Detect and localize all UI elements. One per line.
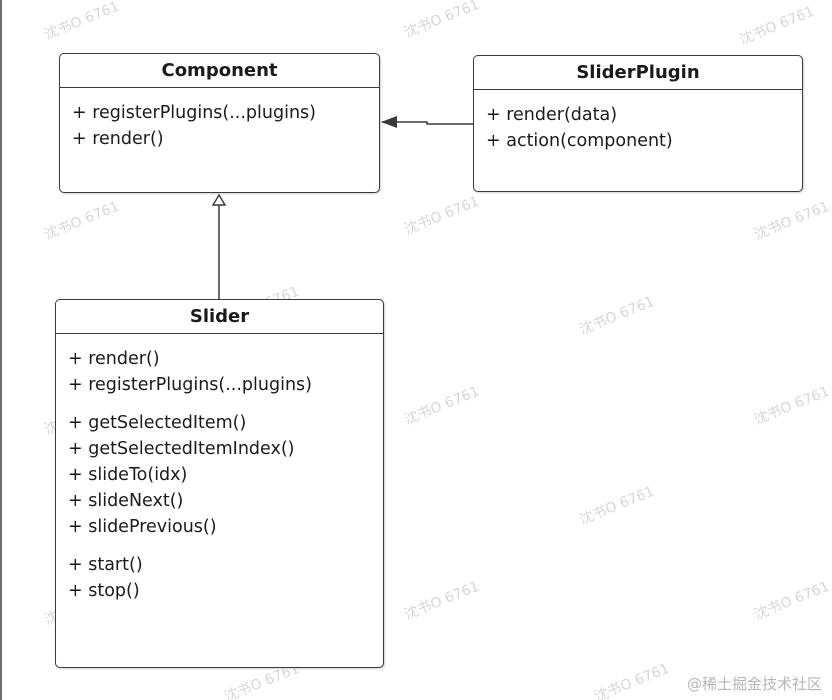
watermark: 沈书O 6761 [737,3,817,49]
method-group: + getSelectedItem() + getSelectedItemInd… [68,410,371,540]
watermark: 沈书O 6761 [752,578,832,624]
source-watermark: @稀土掘金技术社区 [686,675,822,693]
watermark: 沈书O 6761 [752,198,832,244]
class-component[interactable]: Component + registerPlugins(...plugins) … [59,53,380,193]
class-methods: + render() + registerPlugins(...plugins)… [56,334,383,604]
method-item: + action(component) [486,131,673,151]
class-methods: + registerPlugins(...plugins) + render() [60,88,379,152]
method-item: + render() [68,349,160,369]
class-name: Slider [56,300,383,334]
method-item: + getSelectedItemIndex() [68,439,295,459]
class-sliderplugin[interactable]: SliderPlugin + render(data) + action(com… [473,55,803,192]
class-name: Component [60,54,379,88]
association-sliderplugin-to-component [381,116,473,128]
method-group: + registerPlugins(...plugins) + render() [72,100,367,152]
method-item: + render(data) [486,105,618,125]
method-group: + render(data) + action(component) [486,102,790,154]
class-methods: + render(data) + action(component) [474,90,802,154]
watermark: 沈书O 6761 [402,0,482,42]
class-slider[interactable]: Slider + render() + registerPlugins(...p… [55,299,384,668]
method-item: + registerPlugins(...plugins) [72,103,316,123]
method-item: + stop() [68,581,140,601]
watermark: 沈书O 6761 [42,198,122,244]
watermark: 沈书O 6761 [592,660,672,700]
watermark: 沈书O 6761 [402,193,482,239]
watermark: 沈书O 6761 [402,578,482,624]
method-item: + slideTo(idx) [68,465,188,485]
method-item: + registerPlugins(...plugins) [68,375,312,395]
watermark: 沈书O 6761 [577,483,657,529]
watermark: 沈书O 6761 [752,383,832,429]
watermark: 沈书O 6761 [42,0,122,44]
class-name: SliderPlugin [474,56,802,90]
method-group: + start() + stop() [68,552,371,604]
method-group: + render() + registerPlugins(...plugins) [68,346,371,398]
watermark: 沈书O 6761 [577,293,657,339]
method-item: + render() [72,129,164,149]
watermark: 沈书O 6761 [402,383,482,429]
method-item: + start() [68,555,143,575]
method-item: + slidePrevious() [68,517,217,537]
method-item: + slideNext() [68,491,184,511]
method-item: + getSelectedItem() [68,413,247,433]
